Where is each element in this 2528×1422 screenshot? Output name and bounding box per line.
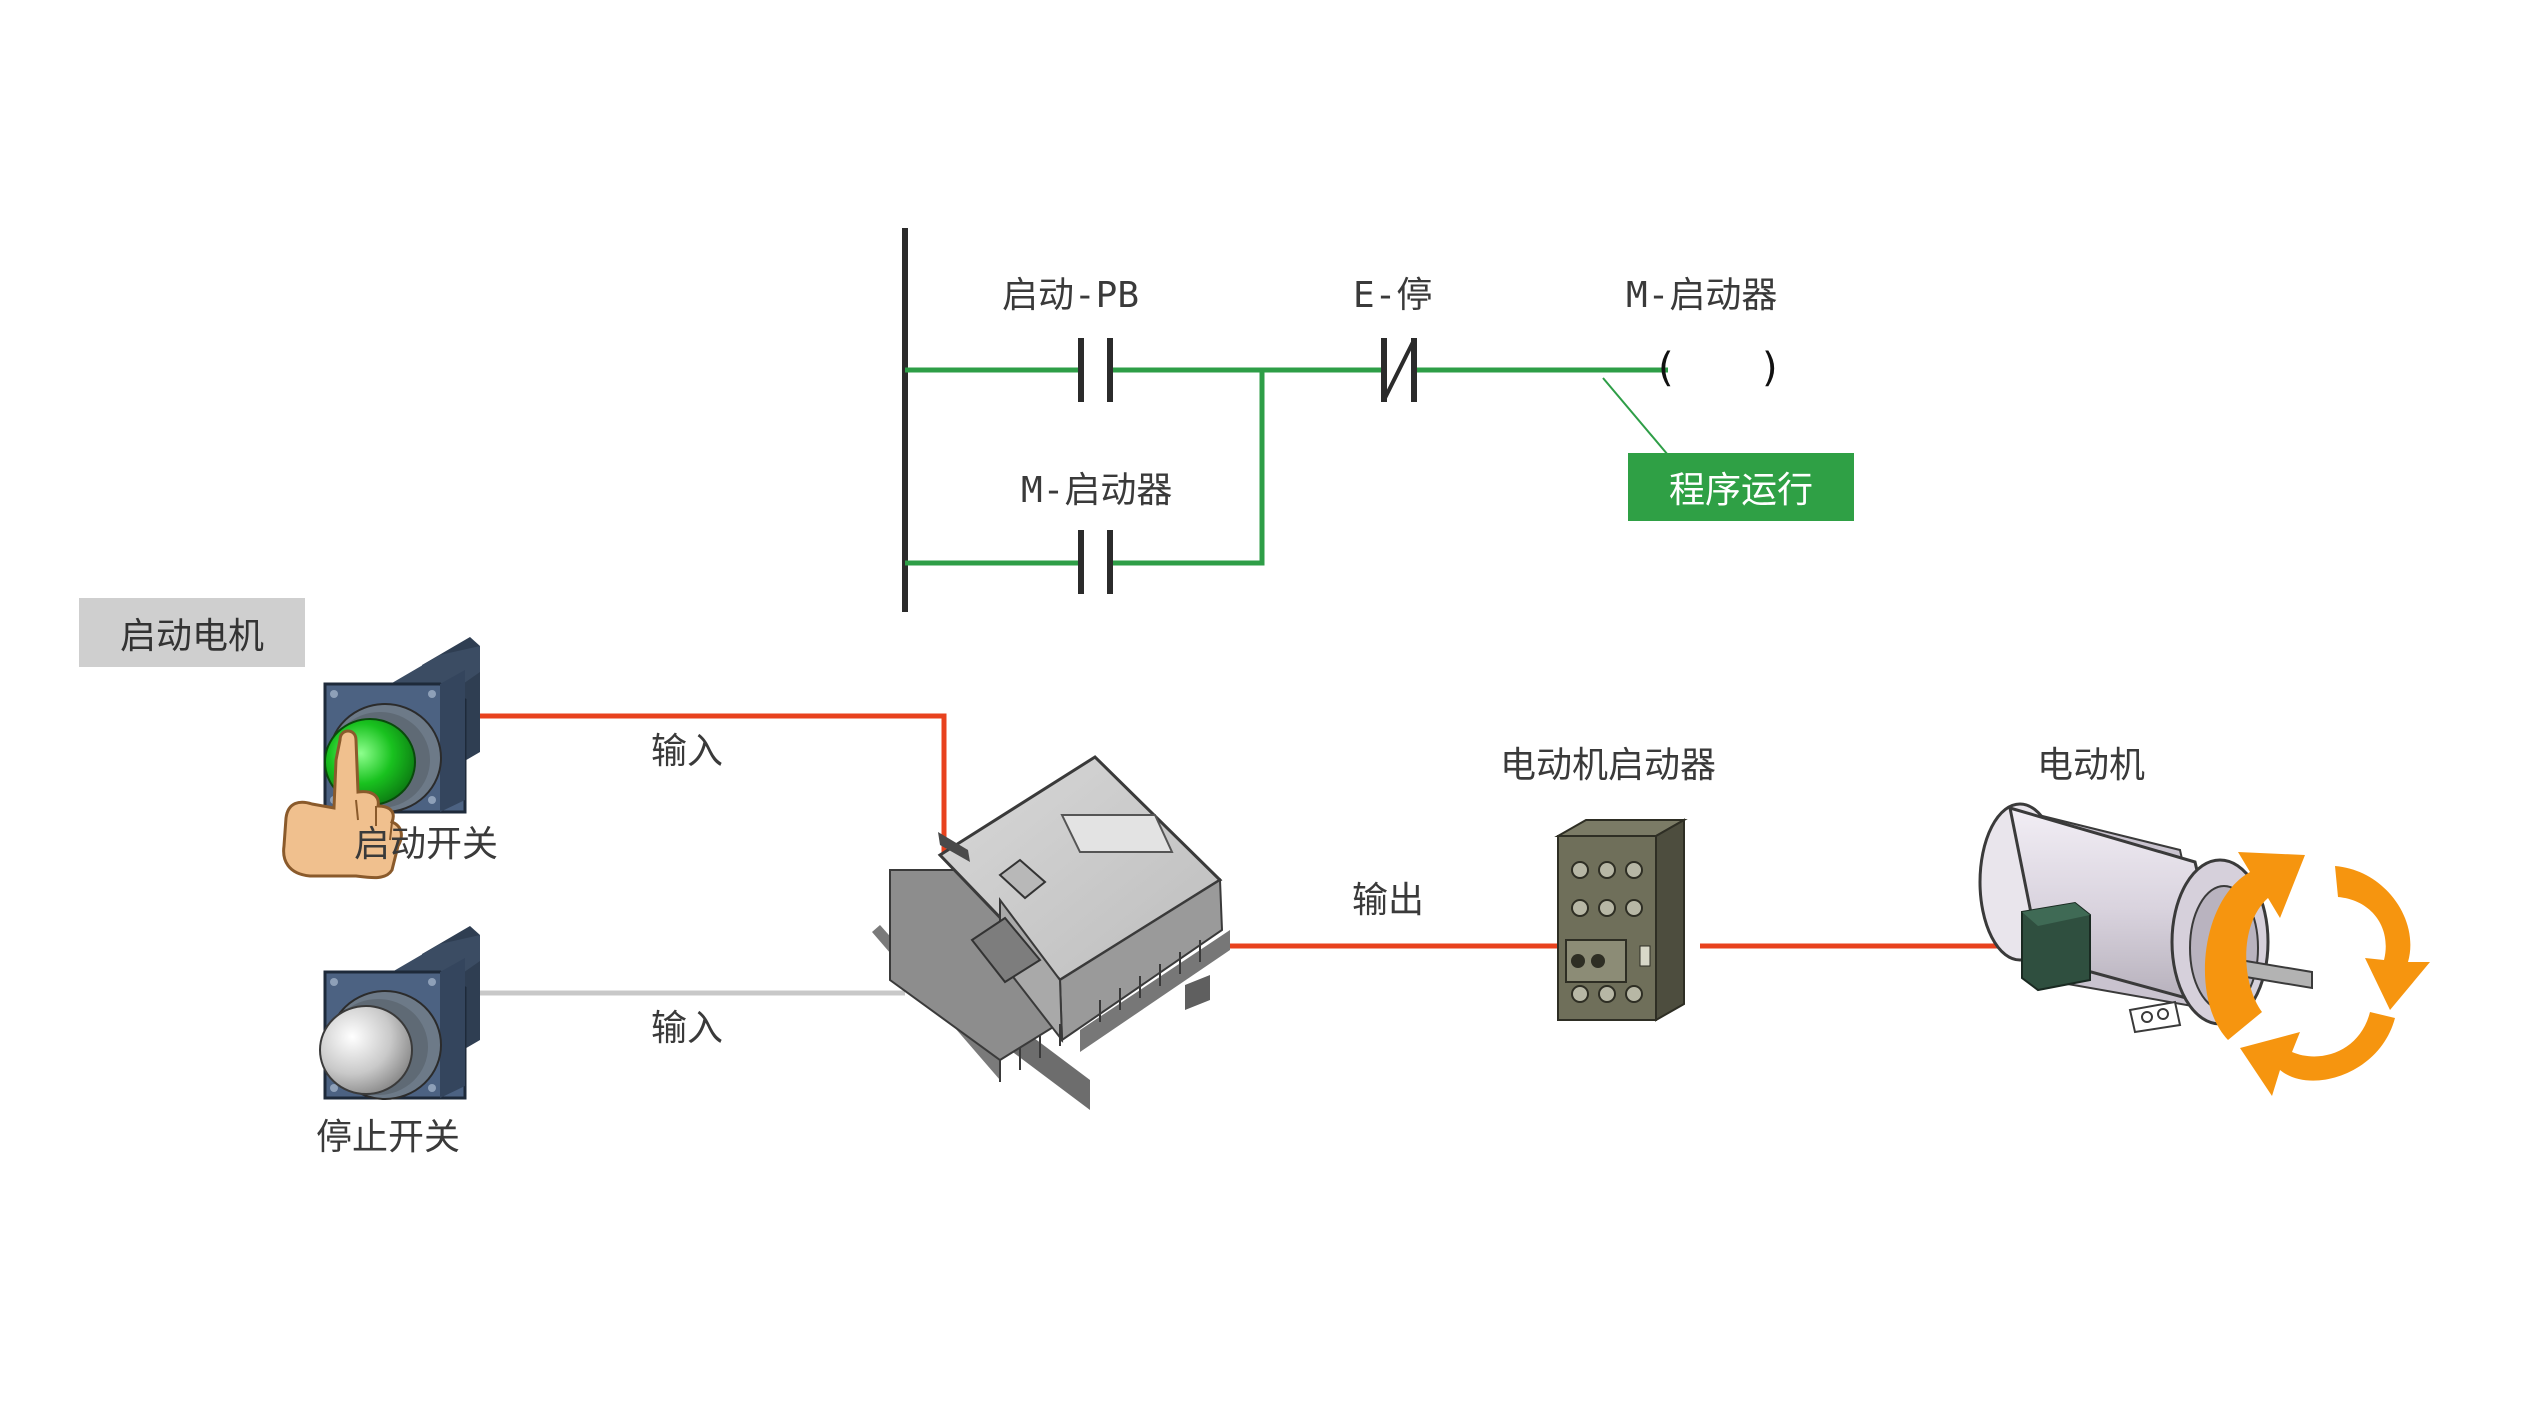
program-running-badge: 程序运行: [1628, 453, 1854, 521]
contact-start-pb-label: 启动-PB: [1002, 275, 1140, 316]
coil-label: M-启动器: [1626, 275, 1778, 316]
contact-seal-symbol: [1078, 530, 1113, 594]
stop-switch-label: 停止开关: [316, 1117, 461, 1158]
wire-input-1: [480, 713, 947, 855]
wire-input-1-label: 输入: [651, 731, 724, 772]
wire-input-2-label: 输入: [651, 1008, 724, 1049]
coil-symbol-right: ): [1762, 345, 1778, 391]
status-callout-line: [1602, 377, 1669, 456]
electric-motor: [1978, 802, 2313, 1034]
motor-starter-unit: [1554, 818, 1688, 1022]
rotation-arrows-icon: [2204, 852, 2430, 1096]
wire-output-label: 输出: [1352, 880, 1425, 921]
ladder-diagram: [902, 228, 1669, 612]
branch-wire-b: [1113, 370, 1265, 566]
contact-estop-symbol: [1381, 338, 1417, 402]
start-switch-label: 启动开关: [354, 824, 499, 865]
field-wiring: [480, 713, 2020, 996]
start-motor-button[interactable]: 启动电机: [79, 598, 305, 667]
stop-pushbutton[interactable]: [319, 926, 480, 1100]
contact-estop-label: E-停: [1353, 275, 1433, 316]
motor-label: 电动机: [2037, 745, 2146, 786]
coil-symbol-left: (: [1658, 345, 1674, 391]
motor-starter-label: 电动机启动器: [1500, 745, 1717, 786]
plc-unit: [872, 755, 1230, 1110]
hand-pointer-icon: [282, 729, 403, 880]
seal-contact-label: M-启动器: [1021, 470, 1173, 511]
contact-start-pb-symbol: [1078, 338, 1113, 402]
